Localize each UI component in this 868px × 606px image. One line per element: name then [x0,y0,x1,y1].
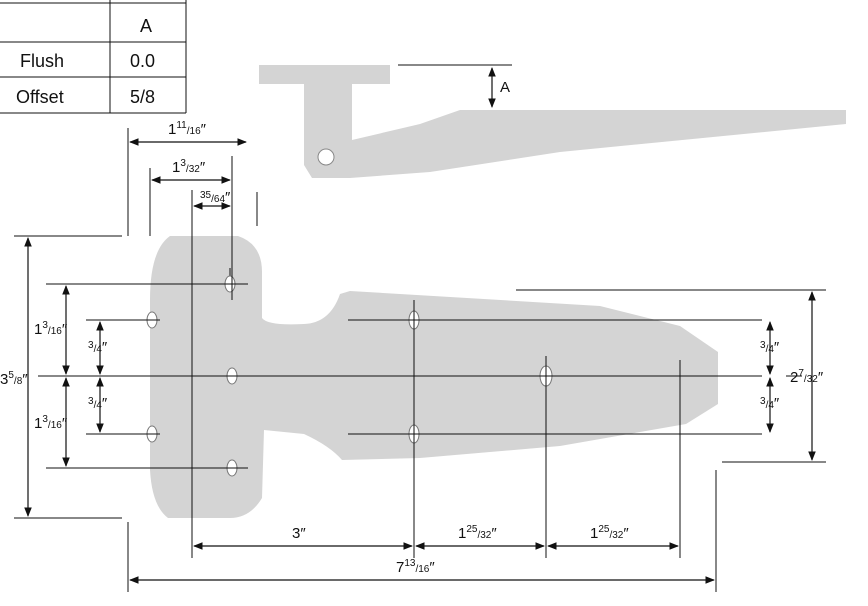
side-offset-label: A [500,79,510,96]
dimension-labels: 111/16″ 13/32″ 35/64″ 35/8″ 13/16″ 13/16… [0,120,824,576]
reference-lines [14,128,826,592]
offset-table: A Flush 0.0 Offset 5/8 [0,0,187,114]
table-row-flush-label: Flush [20,51,64,71]
dim-upper-spacing: 13/16″ [34,320,68,338]
table-row-offset-value: 5/8 [130,87,155,107]
dim-span-third: 125/32″ [590,524,629,542]
dim-span-first: 3″ [292,525,306,542]
dim-lower-small: 3/4″ [88,395,108,412]
table-row-flush-value: 0.0 [130,51,155,71]
dim-lower-spacing: 13/16″ [34,414,68,432]
hinge-top-view [146,236,718,518]
dim-overall-length: 713/16″ [396,558,435,576]
dim-hole-offset: 35/64″ [200,189,231,206]
dim-upper-small: 3/4″ [88,339,108,356]
dim-right-upper: 3/4″ [760,339,780,356]
table-row-offset-label: Offset [16,87,64,107]
dim-overall-height: 35/8″ [0,370,28,388]
dim-right-lower: 3/4″ [760,395,780,412]
dim-span-second: 125/32″ [458,524,497,542]
dim-head-width: 111/16″ [168,120,207,138]
dimension-lines [24,138,816,584]
hinge-side-view: A [259,64,846,178]
dim-strap-height: 27/32″ [790,368,824,386]
table-header-a: A [140,16,152,36]
dim-hole-span: 13/32″ [172,158,206,176]
